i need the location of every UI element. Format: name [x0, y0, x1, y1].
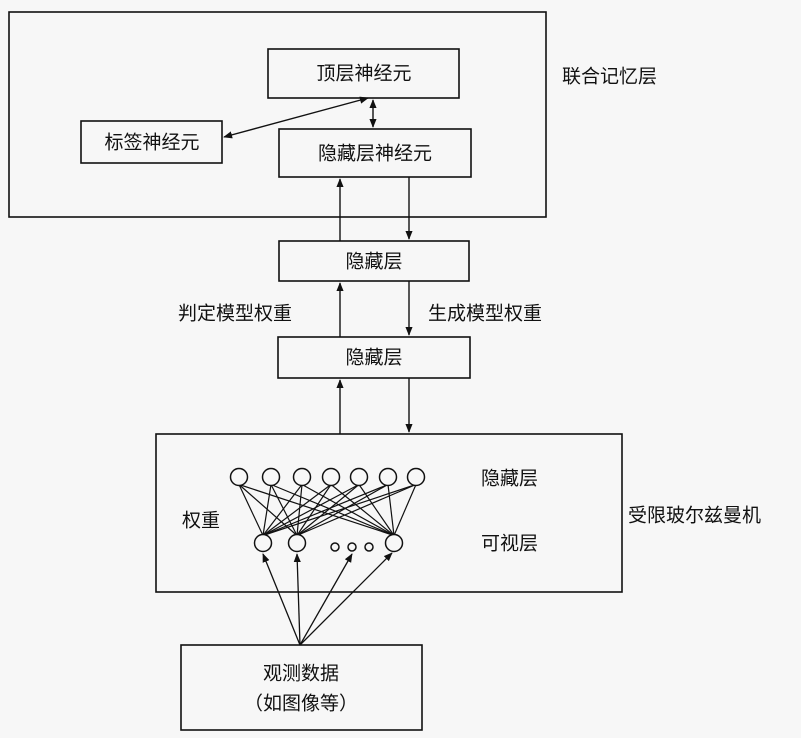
rbm-edge: [301, 483, 395, 537]
assoc-memory-box: [8, 11, 547, 218]
rbm-edge: [262, 483, 389, 537]
rbm-edge: [262, 484, 332, 536]
rbm-box: [155, 433, 623, 593]
data-input-arrow: [262, 553, 301, 646]
hidden-neuron-box: [278, 128, 472, 178]
label-top-link: [223, 96, 369, 139]
hidden-unit-node: [321, 467, 341, 487]
rbm-edge: [238, 483, 395, 537]
rbm-edge: [358, 484, 395, 536]
hidden-layer-lower-box: [277, 336, 471, 379]
hidden-unit-node: [229, 467, 249, 487]
discriminative-weights-label: 判定模型权重: [178, 302, 293, 325]
rbm-edge: [296, 483, 417, 537]
label-neuron-label: 标签神经元: [104, 131, 200, 154]
rbm-weight-connections: [238, 483, 417, 537]
visible-unit-node: [384, 533, 404, 553]
hidden-layer-upper-box: [278, 240, 470, 282]
label-neuron-box: [80, 120, 223, 164]
rbm-visible-label: 可视层: [481, 532, 539, 555]
ellipsis-unit-node: [347, 542, 357, 552]
rbm-weights-label: 权重: [182, 509, 221, 532]
rbm-edge: [262, 483, 417, 537]
rbm-edge: [262, 484, 303, 536]
visible-unit-node: [287, 533, 307, 553]
data-input-arrow: [299, 553, 353, 646]
assoc-memory-title: 联合记忆层: [562, 65, 658, 88]
visible-unit-node: [253, 533, 273, 553]
ellipsis-unit-node: [364, 542, 374, 552]
rbm-edge: [238, 484, 264, 536]
generative-weights-label: 生成模型权重: [428, 302, 543, 325]
top-neuron-label: 顶层神经元: [316, 62, 412, 85]
observed-data-line1: 观测数据: [262, 662, 340, 685]
rbm-edge: [393, 484, 417, 536]
rbm-edge: [270, 484, 298, 536]
rbm-edge: [296, 484, 332, 536]
rbm-edge: [270, 483, 395, 537]
observed-data-box: [180, 644, 423, 731]
data-input-arrow: [293, 553, 301, 646]
hidden-unit-node: [406, 467, 426, 487]
data-input-arrow: [299, 552, 393, 646]
rbm-hidden-label: 隐藏层: [481, 467, 539, 490]
rbm-title: 受限玻尔兹曼机: [628, 504, 762, 527]
hidden-neuron-label: 隐藏层神经元: [317, 142, 433, 165]
hidden-layer-upper-label: 隐藏层: [345, 250, 403, 273]
rbm-edge: [296, 483, 389, 537]
rbm-edge: [330, 484, 395, 536]
rbm-edge: [296, 484, 303, 536]
rbm-edge: [262, 483, 360, 537]
rbm-edge: [296, 484, 360, 536]
rbm-edge: [262, 484, 272, 536]
hidden-unit-node: [378, 467, 398, 487]
hidden-layer-lower-label: 隐藏层: [345, 346, 403, 369]
hidden-unit-node: [292, 467, 312, 487]
observed-data-line2: （如图像等）: [243, 692, 359, 715]
hidden-unit-node: [261, 467, 281, 487]
ellipsis-unit-node: [330, 542, 340, 552]
hidden-unit-node: [349, 467, 369, 487]
